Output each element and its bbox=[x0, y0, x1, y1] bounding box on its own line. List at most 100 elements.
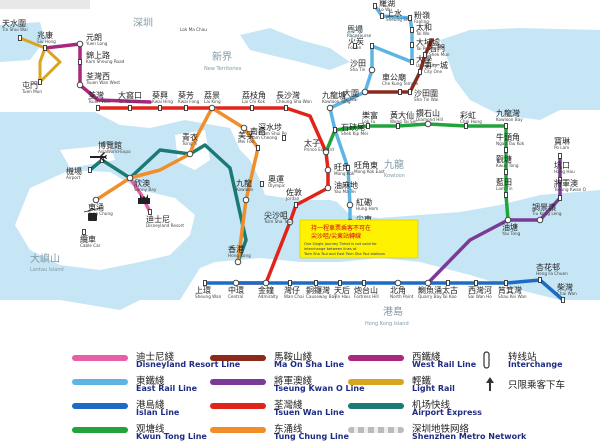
station-name-zh: 葵芳 bbox=[178, 90, 194, 100]
legend-label-zh: 港島綫 bbox=[136, 400, 165, 411]
station-marker bbox=[558, 153, 562, 159]
station-name-en: Shek Mun bbox=[429, 52, 450, 57]
station-name-zh: 尖沙咀 bbox=[264, 210, 288, 220]
station-name-en: Lam Tin bbox=[496, 186, 513, 191]
station-marker bbox=[18, 35, 22, 41]
station-name-zh: 荃灣 bbox=[88, 90, 104, 100]
station-name-zh: 南昌 bbox=[250, 126, 266, 136]
interchange-symbol-icon bbox=[483, 351, 490, 369]
station-name-en: Nam Cheong bbox=[250, 135, 277, 140]
mtr-route-map[interactable]: Lok Ma Chau 深圳 新界 New Territories 九龍 Kow… bbox=[0, 0, 600, 340]
region-lantau-zh: 大嶼山 bbox=[30, 252, 60, 265]
station-name-en: Sai Wan Ho bbox=[468, 294, 492, 299]
station-name-en: Lai King bbox=[204, 99, 221, 104]
airplane-icon bbox=[90, 152, 107, 162]
station-marker bbox=[96, 105, 100, 111]
station-marker bbox=[43, 45, 47, 51]
legend-label-zh: 荃灣綫 bbox=[274, 400, 303, 411]
station-name-zh: 北角 bbox=[390, 285, 406, 295]
legend-label-zh: 輕鐵 bbox=[412, 376, 432, 387]
station-name-zh: 旺角東 bbox=[354, 160, 378, 170]
station-name-zh: 筲箕灣 bbox=[498, 285, 522, 295]
station-name-en: Chai Wan bbox=[557, 291, 577, 296]
station-name-zh: 纜車 bbox=[80, 234, 96, 244]
station-name-zh: 尖東 bbox=[356, 214, 372, 224]
